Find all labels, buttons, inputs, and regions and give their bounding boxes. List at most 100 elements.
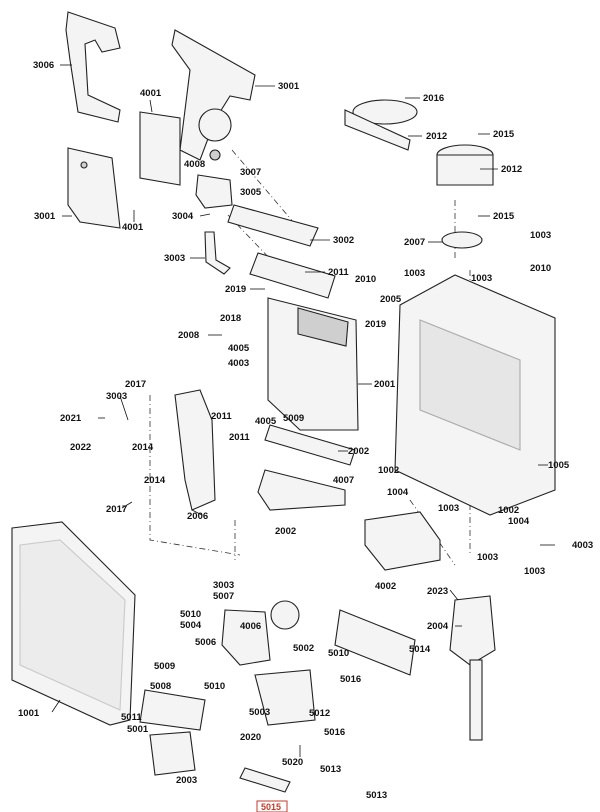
flue-adaptors-2012 — [344, 99, 494, 249]
part-label: 1004 — [508, 516, 530, 527]
part-label: 5016 — [340, 674, 361, 685]
part-label: 2002 — [348, 446, 369, 457]
part-label: 1003 — [524, 566, 545, 577]
part-label: 1003 — [530, 230, 551, 241]
part-label: 5001 — [127, 724, 149, 735]
part-label: 3002 — [333, 235, 354, 246]
part-label: 2002 — [275, 526, 296, 537]
part-label: 4003 — [572, 540, 593, 551]
part-label: 2011 — [211, 411, 232, 422]
part-label: 1003 — [471, 273, 492, 284]
part-label: 2004 — [427, 621, 449, 632]
part-label: 2001 — [374, 379, 396, 390]
drain-hose-5015 — [239, 767, 291, 793]
sump-2002 — [257, 424, 356, 511]
pump-valve-assembly — [221, 600, 316, 726]
part-label: 5013 — [320, 764, 341, 775]
part-label: 3003 — [106, 391, 127, 402]
part-label: 2014 — [132, 442, 154, 453]
part-label: 5003 — [249, 707, 270, 718]
part-label: 2018 — [220, 313, 241, 324]
part-label: 5009 — [154, 661, 175, 672]
part-label: 2021 — [60, 413, 82, 424]
electrical-box-4002 — [364, 511, 441, 571]
part-label: 1004 — [387, 487, 409, 498]
part-label: 5016 — [324, 727, 345, 738]
part-labels: 3006 3001 4001 2016 2012 2015 2012 4008 … — [18, 60, 593, 801]
part-label: 5014 — [409, 644, 431, 655]
part-label: 2008 — [178, 330, 199, 341]
part-label: 5007 — [213, 591, 234, 602]
part-label: 3001 — [278, 81, 300, 92]
combustion-gasket-2011 — [249, 252, 336, 299]
part-label: 2017 — [106, 504, 127, 515]
part-label: 2006 — [187, 511, 208, 522]
part-label: 5011 — [121, 712, 142, 723]
reference-tag: 5015 — [256, 800, 288, 812]
part-label: 1002 — [378, 465, 399, 476]
heat-exchanger-2001 — [267, 297, 359, 431]
part-label: 2019 — [225, 284, 246, 295]
part-label: 2011 — [328, 267, 349, 278]
part-label: 2011 — [229, 432, 250, 443]
plate-heat-exchanger-5001 — [139, 689, 206, 731]
part-label: 3003 — [213, 580, 234, 591]
part-label: 5012 — [309, 708, 330, 719]
part-label: 5013 — [366, 790, 387, 801]
part-label: 1002 — [498, 505, 519, 516]
part-label: 1005 — [548, 460, 570, 471]
chassis-frame — [394, 274, 556, 516]
part-label: 4001 — [140, 88, 162, 99]
part-label: 2015 — [493, 211, 515, 222]
part-label: 4001 — [122, 222, 144, 233]
part-label: 2012 — [426, 131, 447, 142]
bracket-5014 — [334, 609, 416, 676]
part-label: 4008 — [184, 159, 205, 170]
part-label: 2015 — [493, 129, 515, 140]
part-label: 2020 — [240, 732, 261, 743]
part-label: 2016 — [423, 93, 444, 104]
part-label: 5010 — [180, 609, 201, 620]
part-label: 4007 — [333, 475, 354, 486]
part-label: 4005 — [255, 416, 277, 427]
part-label: 2023 — [427, 586, 448, 597]
part-label: 1003 — [477, 552, 498, 563]
flue-duct-3006 — [65, 11, 121, 123]
insulation-cover-3001 — [67, 147, 121, 229]
part-label: 5004 — [180, 620, 202, 631]
part-label: 5010 — [328, 648, 349, 659]
part-label: 1001 — [18, 708, 40, 719]
part-label: 4006 — [240, 621, 261, 632]
part-label: 3003 — [164, 253, 185, 264]
part-label: 5010 — [204, 681, 225, 692]
fan-assembly — [171, 29, 256, 161]
part-label: 2005 — [380, 294, 402, 305]
sight-gasket-3002 — [227, 204, 319, 247]
part-label: 4003 — [228, 358, 249, 369]
part-label: 2010 — [355, 274, 376, 285]
part-label: 2019 — [365, 319, 386, 330]
part-label: 2007 — [404, 237, 425, 248]
reference-tag-text: 5015 — [261, 802, 281, 812]
leader-lines — [51, 64, 555, 757]
part-label: 4005 — [228, 343, 250, 354]
part-label: 5020 — [282, 757, 303, 768]
part-label: 1003 — [438, 503, 459, 514]
part-label: 4002 — [375, 581, 396, 592]
part-label: 2010 — [530, 263, 551, 274]
assembly-guide-lines — [149, 149, 471, 566]
flue-pipe-2006 — [174, 389, 216, 511]
part-label: 5008 — [150, 681, 171, 692]
part-label: 5002 — [293, 643, 314, 654]
part-label: 3007 — [240, 167, 261, 178]
part-label: 3001 — [34, 211, 56, 222]
part-label: 2012 — [501, 164, 522, 175]
part-label: 2017 — [125, 379, 146, 390]
part-label: 1003 — [404, 268, 425, 279]
hose-3003 — [204, 231, 231, 275]
part-label: 3005 — [240, 187, 262, 198]
control-pcb-4001 — [139, 111, 181, 186]
pump-2003 — [149, 731, 196, 776]
part-label: 2014 — [144, 475, 166, 486]
